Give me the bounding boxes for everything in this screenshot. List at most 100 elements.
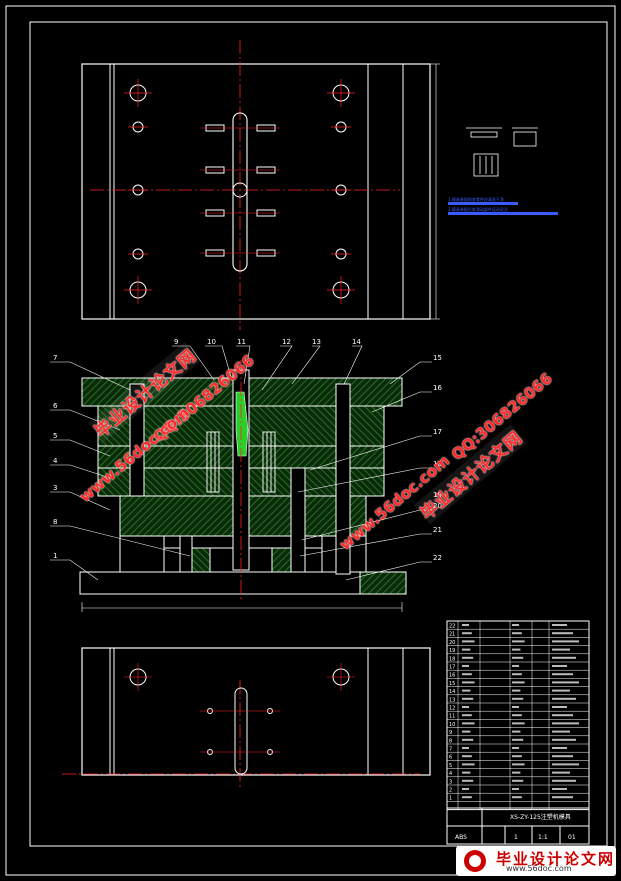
svg-text:XS-ZY-125注塑机模具: XS-ZY-125注塑机模具 (510, 813, 571, 821)
bom-cell-text (552, 771, 570, 774)
bom-cell-text (552, 747, 567, 749)
site-logo-banner: 毕业设计论文网 www.56doc.com (456, 846, 616, 876)
svg-text:01: 01 (568, 834, 576, 841)
bom-cell-text (512, 771, 521, 774)
svg-text:7: 7 (53, 354, 57, 362)
bom-cell-text (462, 714, 472, 717)
bom-cell-text (462, 738, 474, 741)
bom-cell-text (462, 730, 471, 733)
svg-text:1:1: 1:1 (538, 834, 548, 841)
bom-cell-text (552, 788, 567, 790)
svg-text:20: 20 (433, 502, 442, 510)
svg-text:14: 14 (352, 338, 361, 346)
bom-cell-text (552, 689, 570, 692)
bom-row-number: 21 (449, 632, 455, 638)
bom-cell-text (552, 796, 573, 799)
bom-cell-text (552, 665, 567, 667)
bom-row-number: 3 (449, 779, 452, 785)
logo-mark-icon (464, 850, 486, 872)
bom-cell-text (512, 788, 519, 790)
bom-cell-text (552, 738, 576, 741)
bom-cell-text (462, 632, 472, 635)
technical-notes: 1.模具装配前各零件应清洗干净 2.模具装配后各滑动部件运动灵活 (448, 196, 558, 215)
bom-cell-text (462, 747, 469, 749)
svg-text:16: 16 (433, 384, 442, 392)
bom-cell-text (462, 788, 469, 790)
bom-row-number: 19 (449, 648, 455, 654)
bom-cell-text (552, 763, 579, 766)
bom-cell-text (552, 706, 567, 708)
bom-row-number: 2 (449, 788, 452, 794)
bom-row-number: 13 (449, 697, 455, 703)
svg-text:3: 3 (53, 484, 57, 492)
part-number-labels: 7 6 5 4 3 2 8 1 9 10 11 12 13 14 15 16 1… (53, 338, 442, 562)
bom-cell-text (512, 681, 525, 684)
bom-cell-text (552, 755, 573, 758)
bom-row-number: 16 (449, 673, 455, 679)
bom-cell-text (462, 689, 471, 692)
bom-cell-text (512, 648, 521, 651)
bom-cell-text (462, 665, 469, 667)
bom-cell-text (462, 697, 474, 700)
bom-cell-text (462, 624, 469, 626)
bom-cell-text (462, 755, 472, 758)
svg-text:21: 21 (433, 526, 442, 534)
bom-cell-text (462, 640, 475, 643)
bom-row-number: 8 (449, 738, 452, 744)
svg-text:13: 13 (312, 338, 321, 346)
svg-text:1.模具装配前各零件应清洗干净: 1.模具装配前各零件应清洗干净 (448, 196, 504, 202)
bom-cell-text (512, 779, 524, 782)
part-detail-views (466, 127, 538, 177)
bom-cell-text (512, 714, 522, 717)
bom-cell-text (512, 730, 521, 733)
bom-cell-text (552, 722, 579, 725)
bom-row-number: 5 (449, 763, 452, 769)
svg-text:15: 15 (433, 354, 442, 362)
bom-cell-text (462, 796, 472, 799)
bom-cell-text (512, 697, 524, 700)
bom-row-number: 11 (449, 714, 455, 720)
title-block: XS-ZY-125注塑机模具 ABS 1 1:1 01 (446, 807, 590, 845)
bom-cell-text (512, 673, 522, 676)
svg-text:ABS: ABS (455, 834, 467, 841)
bom-cell-text (462, 648, 471, 651)
bom-cell-text (462, 763, 475, 766)
svg-text:18: 18 (433, 460, 442, 468)
svg-text:10: 10 (207, 338, 216, 346)
bom-cell-text (552, 730, 570, 733)
assembly-section-view (50, 345, 432, 612)
sheet-inner-border (29, 21, 608, 847)
svg-text:8: 8 (53, 518, 57, 526)
bom-cell-text (512, 706, 519, 708)
svg-text:2.模具装配后各滑动部件运动灵活: 2.模具装配后各滑动部件运动灵活 (448, 206, 508, 212)
svg-text:1: 1 (53, 552, 57, 560)
bom-cell-text (512, 632, 522, 635)
bom-cell-text (552, 681, 579, 684)
bom-cell-text (512, 656, 524, 659)
bom-cell-text (462, 673, 472, 676)
bom-cell-text (552, 648, 570, 651)
bom-cell-text (462, 771, 471, 774)
bom-outline (446, 620, 590, 811)
svg-text:6: 6 (53, 402, 58, 410)
svg-text:9: 9 (174, 338, 178, 346)
bom-cell-text (552, 697, 576, 700)
bom-cell-text (512, 640, 525, 643)
bom-cell-text (552, 779, 576, 782)
bottom-plan-view (62, 647, 431, 790)
bom-row-number: 9 (449, 730, 452, 736)
bom-row-number: 7 (449, 747, 452, 753)
svg-text:19: 19 (433, 491, 442, 499)
bom-cell-text (512, 755, 522, 758)
bom-row-number: 15 (449, 681, 455, 687)
bom-row-number: 14 (449, 689, 455, 695)
bom-cell-text (512, 747, 519, 749)
bom-row-number: 22 (449, 624, 455, 630)
bom-cell-text (512, 665, 519, 667)
bom-cell-text (512, 796, 522, 799)
bom-cell-text (462, 681, 475, 684)
svg-text:4: 4 (53, 457, 58, 465)
